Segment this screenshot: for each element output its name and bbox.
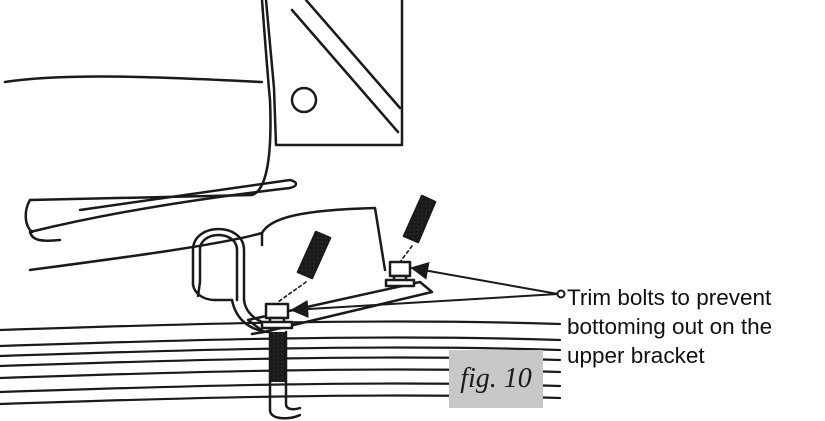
callout-line-2: bottoming out on the [567, 314, 773, 339]
callout-arrows [290, 261, 566, 319]
seat-cushion [3, 0, 272, 234]
figure-number: fig. 10 [460, 363, 532, 394]
seat-pan [28, 178, 387, 272]
u-bolt [191, 227, 274, 334]
callout-line-3: upper bracket [567, 343, 705, 368]
mounting-plate [264, 0, 404, 147]
callout-line-1: Trim bolts to prevent [567, 285, 772, 310]
trimmed-bolt-right [399, 194, 437, 263]
nut-left [260, 302, 294, 330]
figure-label: fig. 10 [449, 350, 543, 408]
clamp-plate [246, 280, 434, 336]
callout-text: Trim bolts to prevent bottoming out on t… [567, 283, 822, 370]
lower-threaded-bolt [268, 330, 302, 420]
trimmed-bolt-left [277, 230, 332, 303]
nut-right [384, 260, 416, 288]
